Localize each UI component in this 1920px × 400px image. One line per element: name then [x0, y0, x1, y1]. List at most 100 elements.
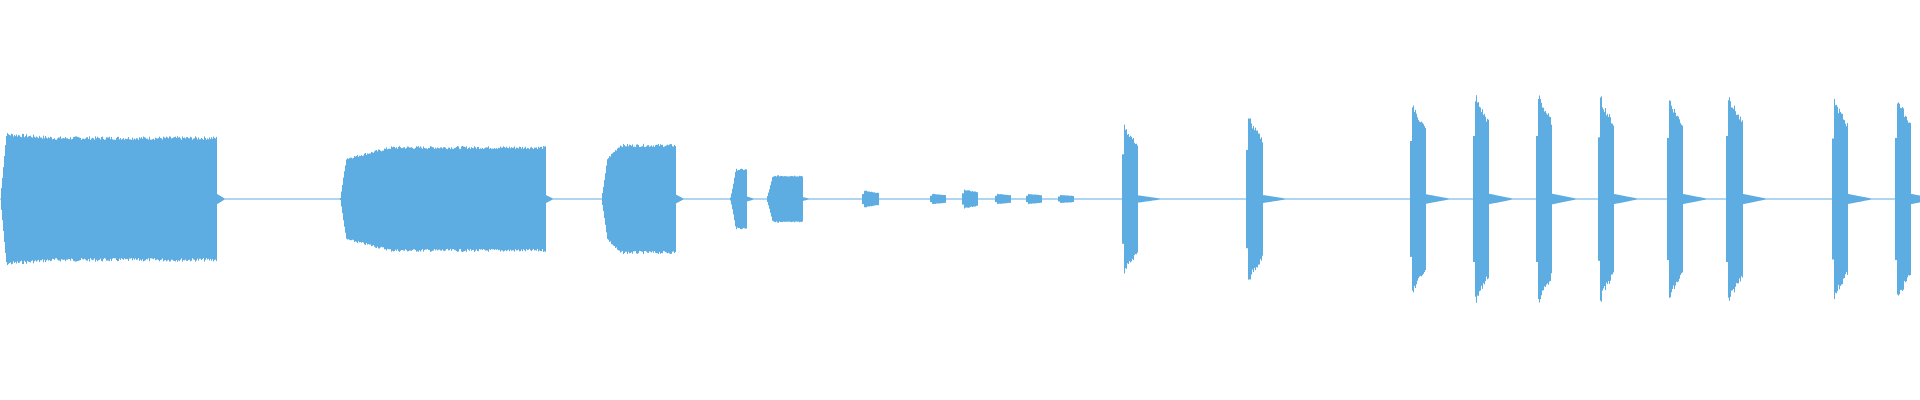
waveform-sample	[492, 148, 493, 250]
waveform-sample	[142, 138, 143, 260]
waveform-sample	[1917, 195, 1918, 203]
waveform-sample	[1248, 118, 1249, 280]
waveform-sample	[1777, 198, 1778, 200]
waveform-sample	[332, 198, 333, 200]
waveform-sample	[1401, 198, 1402, 200]
waveform-sample	[1477, 102, 1478, 296]
waveform-sample	[622, 147, 623, 251]
waveform-sample	[1447, 198, 1448, 200]
waveform-sample	[1166, 198, 1167, 200]
waveform-sample	[509, 146, 510, 252]
waveform-sample	[1664, 198, 1665, 200]
waveform-sample	[1482, 109, 1483, 289]
waveform-sample	[620, 145, 621, 253]
waveform-sample	[149, 136, 150, 262]
waveform-sample	[1625, 196, 1626, 202]
waveform-sample	[1516, 198, 1517, 200]
waveform-sample	[345, 165, 346, 233]
waveform-sample	[264, 198, 265, 200]
waveform-sample	[397, 148, 398, 250]
waveform-sample	[1281, 197, 1282, 201]
waveform-sample	[407, 146, 408, 252]
waveform-sample	[1289, 198, 1290, 200]
waveform-sample	[1089, 198, 1090, 200]
waveform-sample	[615, 150, 616, 248]
waveform-sample	[1093, 198, 1094, 200]
waveform-sample	[680, 196, 681, 201]
waveform-sample	[1597, 198, 1598, 200]
waveform-sample	[1411, 141, 1412, 257]
waveform-sample	[1636, 198, 1637, 200]
waveform-sample	[86, 137, 87, 261]
waveform-sample	[736, 168, 737, 230]
waveform-sample	[682, 198, 683, 200]
waveform-sample	[895, 198, 896, 200]
waveform-sample	[1604, 112, 1605, 286]
waveform-sample	[1665, 198, 1666, 200]
waveform-sample	[146, 138, 147, 259]
waveform-sample	[1780, 198, 1781, 200]
waveform-sample	[564, 198, 565, 200]
waveform-sample	[1098, 198, 1099, 200]
waveform-sample	[1856, 195, 1857, 203]
waveform-sample	[123, 138, 124, 260]
waveform-sample	[1236, 198, 1237, 200]
waveform-sample	[1453, 198, 1454, 200]
waveform-sample	[1913, 194, 1914, 204]
waveform-sample	[1386, 198, 1387, 200]
waveform-sample	[1179, 198, 1180, 200]
waveform-sample	[1697, 196, 1698, 202]
waveform-sample	[1514, 198, 1515, 200]
waveform-sample	[1542, 107, 1543, 291]
waveform-sample	[434, 148, 435, 249]
waveform-sample	[380, 150, 381, 248]
waveform-sample	[336, 198, 337, 200]
waveform-sample	[1659, 198, 1660, 200]
waveform-sample	[451, 147, 452, 251]
waveform-sample	[7, 133, 8, 266]
waveform-sample	[78, 137, 79, 261]
waveform-sample	[750, 197, 751, 201]
waveform-sample	[1722, 198, 1723, 200]
waveform-sample	[1354, 198, 1355, 200]
waveform-sample	[1543, 107, 1544, 291]
waveform-sample	[1463, 198, 1464, 200]
waveform-sample	[1339, 198, 1340, 200]
waveform-sample	[767, 196, 768, 202]
waveform-sample	[262, 198, 263, 200]
waveform-sample	[298, 198, 299, 200]
waveform-sample	[1113, 198, 1114, 200]
waveform-sample	[145, 137, 146, 261]
waveform-sample	[740, 169, 741, 229]
waveform-sample	[1820, 198, 1821, 200]
waveform-sample	[37, 137, 38, 261]
waveform-sample	[1852, 194, 1853, 204]
waveform-sample	[888, 198, 889, 200]
waveform-sample	[1476, 95, 1477, 303]
waveform-sample	[1353, 198, 1354, 200]
waveform-sample	[1854, 195, 1855, 203]
waveform-sample	[1294, 198, 1295, 200]
waveform-sample	[456, 147, 457, 251]
waveform-sample	[1539, 95, 1540, 303]
waveform-sample	[89, 136, 90, 262]
waveform-sample	[230, 198, 231, 200]
waveform-sample	[1314, 198, 1315, 200]
waveform-sample	[595, 198, 596, 200]
waveform-sample	[1737, 114, 1738, 284]
waveform-sample	[972, 191, 973, 207]
waveform-sample	[644, 147, 645, 251]
waveform-sample	[924, 198, 925, 200]
waveform-sample	[1055, 198, 1056, 200]
waveform-sample	[1762, 197, 1763, 201]
waveform-sample	[300, 198, 301, 200]
waveform-sample	[1271, 196, 1272, 202]
waveform-sample	[906, 198, 907, 200]
waveform-sample	[246, 198, 247, 200]
waveform-sample	[1715, 198, 1716, 200]
waveform-sample	[826, 198, 827, 200]
waveform-sample	[350, 157, 351, 241]
waveform-sample	[1109, 198, 1110, 200]
